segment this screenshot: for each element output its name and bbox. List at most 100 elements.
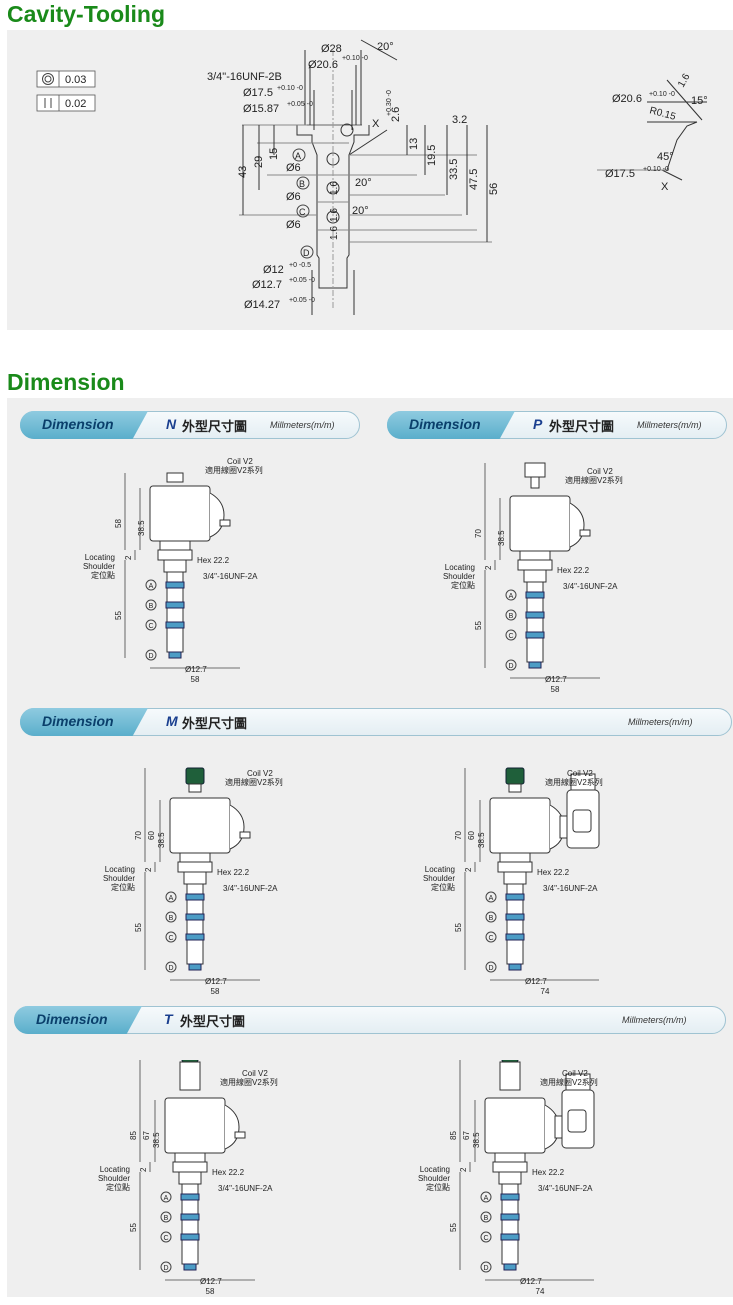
port-label-d: D	[300, 245, 314, 259]
port-circle	[505, 589, 517, 601]
coil-label: Coil V2	[587, 467, 613, 476]
locating-label: Locating	[420, 1165, 450, 1174]
port-label: D	[148, 653, 153, 660]
dim-15: 15	[268, 148, 280, 160]
port-label: A	[169, 895, 174, 902]
dim-55: 55	[474, 621, 483, 630]
hex-label: Hex 22.2	[212, 1168, 245, 1177]
coil-label: Coil V2	[242, 1069, 268, 1078]
coil-label: Coil V2	[247, 769, 273, 778]
cavity-profile	[239, 39, 492, 315]
port-label: C	[508, 633, 513, 640]
dim-total-height: 85	[449, 1131, 458, 1140]
dim-38-5: 38.5	[477, 832, 486, 848]
tolerance-box-1: 0.03	[36, 70, 96, 88]
port-label: A	[509, 593, 514, 600]
shoulder-label: Shoulder	[418, 1174, 450, 1183]
port-circle	[165, 891, 177, 903]
dimension-title: Dimension	[7, 369, 125, 395]
banner-p: Dimension P 外型尺寸圖 Millmeters(m/m)	[387, 411, 727, 439]
dim-tol: +0 -0.5	[289, 262, 311, 269]
dim-tol: +0.10 -0	[277, 85, 303, 92]
shoulder-label: Shoulder	[443, 572, 475, 581]
dia-label: Ø12.7	[185, 665, 207, 674]
port-circle	[485, 931, 497, 943]
port-circle	[480, 1261, 492, 1273]
port-circle	[485, 961, 497, 973]
locating-label: Locating	[425, 865, 455, 874]
svg-text:A: A	[295, 151, 301, 161]
port-label: A	[149, 583, 154, 590]
locating-cn-label: 定位點	[111, 882, 135, 892]
dim-o6: Ø6	[286, 191, 301, 203]
detail-d17-5: Ø17.5	[605, 168, 635, 180]
dim-o6: Ø6	[286, 162, 301, 174]
dim-width: 74	[541, 987, 550, 996]
port-circle	[165, 931, 177, 943]
coil-label: Coil V2	[227, 457, 253, 466]
cavity-drawing: 0.03 0.02	[36, 39, 708, 315]
port-circle	[160, 1261, 172, 1273]
dim-38-5: 38.5	[472, 1132, 481, 1148]
port-label-b: B	[296, 176, 310, 190]
hex-label: Hex 22.2	[532, 1168, 565, 1177]
banner-n: Dimension N 外型尺寸圖 Millmeters(m/m)	[20, 411, 360, 439]
port-label: D	[163, 1265, 168, 1272]
thread-label: 3/4"-16UNF-2A	[223, 884, 278, 893]
port-circle	[505, 659, 517, 671]
port-circle	[145, 599, 157, 611]
dim-mid-height: 60	[147, 831, 156, 840]
dim-total-height: 70	[454, 831, 463, 840]
port-label: D	[483, 1265, 488, 1272]
x-mark: X	[661, 181, 669, 193]
cavity-panel: 0.03 0.02	[7, 30, 733, 330]
port-label: C	[148, 623, 153, 630]
tolerance-value: 0.02	[65, 98, 86, 110]
dim-d28: Ø28	[321, 43, 342, 55]
locating-cn-label: 定位點	[106, 1182, 130, 1192]
dim-2: 2	[459, 1167, 468, 1172]
dim-d20-6: Ø20.6	[308, 59, 338, 71]
dim-2: 2	[464, 867, 473, 872]
concentricity-icon	[42, 73, 54, 85]
dim-d15-87: Ø15.87	[243, 103, 279, 115]
locating-label: Locating	[445, 563, 475, 572]
dim-tol: +0.05 -0	[289, 297, 315, 304]
coil-cn-label: 適用線圈V2系列	[545, 777, 603, 787]
hex-label: Hex 22.2	[217, 868, 250, 877]
cavity-title: Cavity-Tooling	[7, 1, 166, 27]
port-label: B	[489, 915, 494, 922]
port-circle	[480, 1191, 492, 1203]
thread-label: 3/4"-16UNF-2A	[218, 1184, 273, 1193]
dim-1-6: 1.6	[329, 226, 340, 240]
port-label: B	[509, 613, 514, 620]
dim-38-5: 38.5	[152, 1132, 161, 1148]
tolerance-box-2: 0.02	[36, 94, 96, 112]
dim-mid-height: 60	[467, 831, 476, 840]
dim-d14-27: Ø14.27	[244, 299, 280, 311]
dim-total-height: 70	[474, 529, 483, 538]
dia-label: Ø12.7	[200, 1277, 222, 1286]
dim-angle: 20°	[352, 205, 369, 217]
dim-total-height: 70	[134, 831, 143, 840]
port-label: C	[168, 935, 173, 942]
detail-d20-6: Ø20.6	[612, 93, 642, 105]
dim-1-6: 1.6	[329, 208, 340, 222]
port-circle	[480, 1211, 492, 1223]
dim-38-5: 38.5	[137, 520, 146, 536]
locating-label: Locating	[85, 553, 115, 562]
tolerance-value: 0.03	[65, 74, 86, 86]
detail-angle-45: 45°	[657, 151, 674, 163]
dim-total-height: 85	[129, 1131, 138, 1140]
coil-label: Coil V2	[562, 1069, 588, 1078]
dim-tol: +0.30 -0	[386, 90, 393, 116]
port-label-a: A	[292, 148, 306, 162]
